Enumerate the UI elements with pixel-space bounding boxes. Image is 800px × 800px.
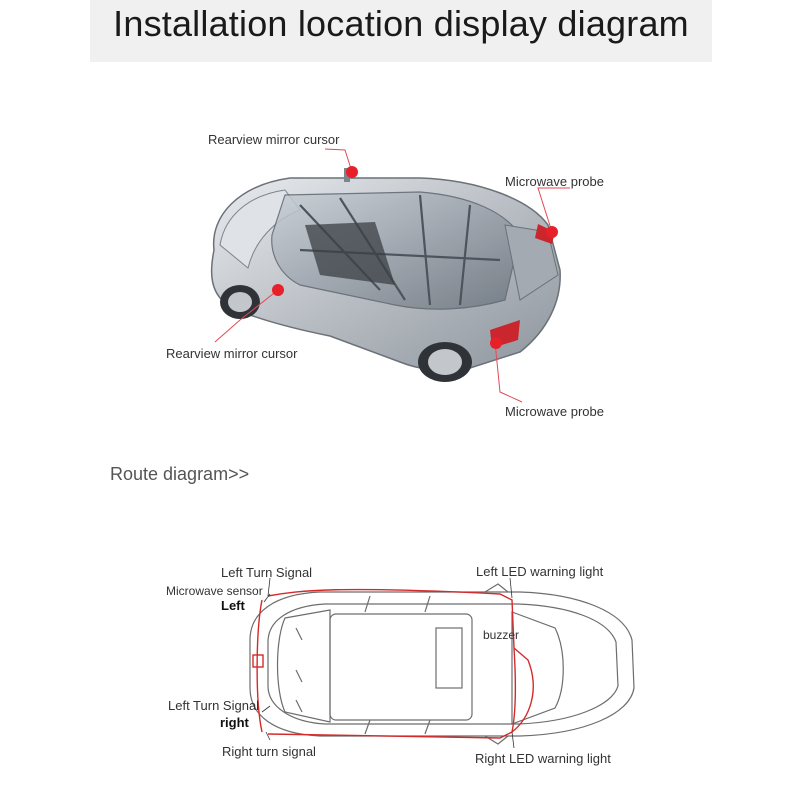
route-leaders bbox=[261, 577, 515, 749]
label-left: Left bbox=[221, 598, 245, 613]
label-right: right bbox=[220, 715, 249, 730]
tail-light-left bbox=[535, 224, 555, 244]
car-outline bbox=[249, 583, 635, 745]
label-rearview-mirror-top: Rearview mirror cursor bbox=[208, 132, 340, 147]
marker-mirror-bottom bbox=[272, 284, 284, 296]
label-microwave-sensor: Microwave sensor bbox=[166, 584, 263, 598]
header-band bbox=[90, 0, 712, 62]
route-diagram-title: Route diagram>> bbox=[110, 464, 250, 484]
label-left-turn-signal-top: Left Turn Signal bbox=[221, 565, 313, 580]
marker-probe-bottom bbox=[490, 337, 502, 349]
wiring-harness bbox=[256, 588, 534, 739]
page-title: Installation location display diagram bbox=[113, 3, 689, 44]
car-cabin bbox=[271, 191, 521, 310]
leader-lines bbox=[214, 148, 570, 403]
car-rear-deck bbox=[504, 224, 559, 301]
label-left-led-warning-light: Left LED warning light bbox=[476, 564, 604, 579]
label-microwave-probe-top: Microwave probe bbox=[505, 174, 604, 189]
marker-group bbox=[272, 166, 558, 349]
label-buzzer: buzzer bbox=[483, 628, 520, 642]
marker-mirror-top bbox=[346, 166, 358, 178]
label-microwave-probe-bottom: Microwave probe bbox=[505, 404, 604, 419]
label-right-turn-signal: Right turn signal bbox=[222, 744, 316, 759]
label-right-led-warning-light: Right LED warning light bbox=[475, 751, 611, 766]
microwave-sensor-box bbox=[252, 654, 264, 668]
label-left-turn-signal-bottom: Left Turn Signal bbox=[168, 698, 260, 713]
label-rearview-mirror-bottom: Rearview mirror cursor bbox=[166, 346, 298, 361]
car-interior bbox=[305, 222, 395, 285]
marker-probe-top bbox=[546, 226, 558, 238]
